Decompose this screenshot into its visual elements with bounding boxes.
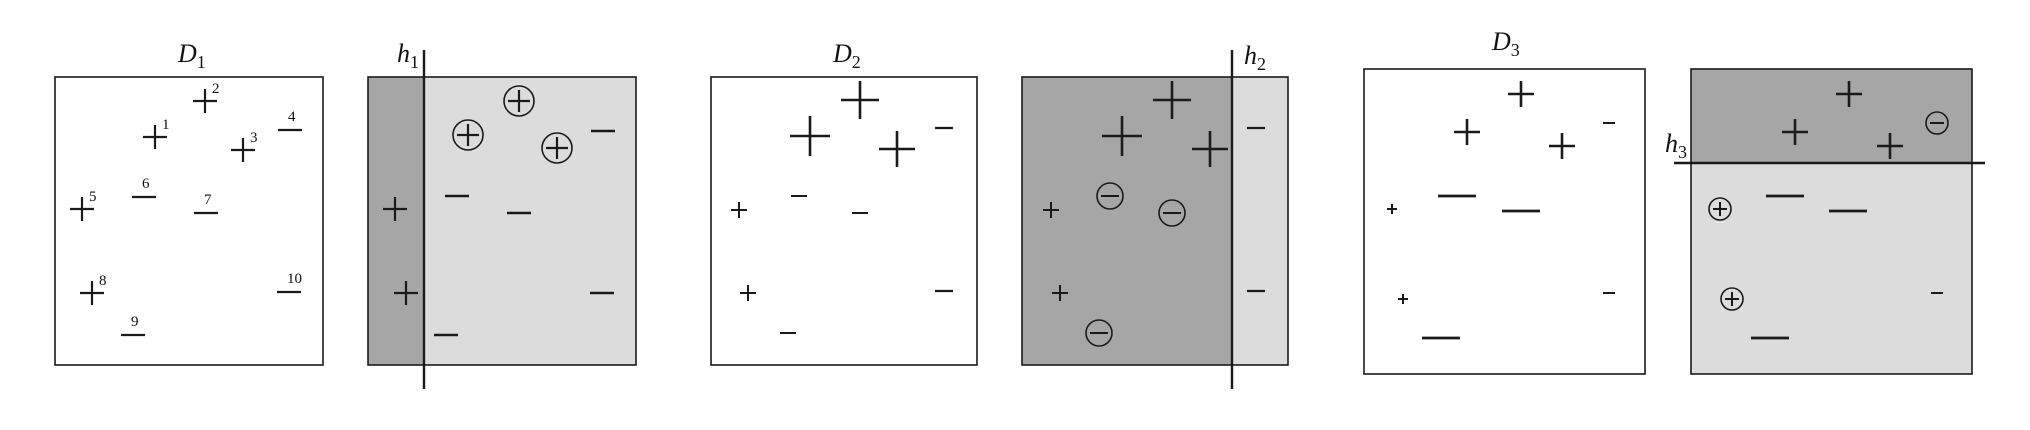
panel-title-base: D [177, 39, 197, 68]
panel-title-base: D [832, 39, 852, 68]
plus-mark [1043, 202, 1059, 218]
plus-mark [1454, 119, 1480, 145]
highlight-circle [541, 132, 573, 164]
highlight-circle [1720, 287, 1744, 311]
region-light [1232, 77, 1288, 365]
panel-frame [54, 76, 324, 366]
panel-title-base: h [1244, 41, 1257, 70]
plus-mark [394, 281, 418, 305]
minus-mark-circled [1925, 111, 1949, 135]
minus-mark-circled [1096, 182, 1124, 210]
minus-mark: 6 [132, 176, 156, 199]
region-light [424, 77, 636, 365]
panel-frame [1363, 68, 1646, 375]
panel-frame [710, 76, 978, 366]
panel-title-sub: 1 [410, 52, 419, 72]
point-label: 7 [204, 192, 212, 208]
panel-title: h1 [397, 39, 419, 72]
highlight-circle [503, 85, 535, 117]
panel-frame [1690, 68, 1973, 375]
plus-mark: 5 [70, 189, 97, 221]
point-label: 3 [250, 130, 258, 146]
panel-title: h2 [1244, 41, 1266, 74]
point-label: 8 [99, 273, 107, 289]
highlight-circle [1085, 319, 1113, 347]
highlight-circle [1925, 111, 1949, 135]
panel-D3: D3 [1363, 27, 1646, 375]
panel-title-sub: 1 [197, 52, 206, 72]
point-label: 9 [131, 314, 139, 330]
panel-title: D3 [1491, 27, 1520, 60]
plus-mark [1836, 81, 1862, 107]
minus-mark: 10 [277, 271, 302, 294]
plus-mark-circled [541, 132, 573, 164]
plus-mark [1153, 81, 1191, 119]
point-label: 2 [212, 81, 220, 97]
plus-mark: 2 [193, 81, 220, 113]
panel-title: D1 [177, 39, 206, 72]
point-label: 5 [89, 189, 97, 205]
minus-mark-circled [1158, 199, 1186, 227]
region-dark [1691, 69, 1972, 163]
panel-frame [1021, 76, 1289, 366]
plus-mark: 3 [231, 130, 258, 162]
plus-mark [1508, 81, 1534, 107]
plus-mark [1102, 116, 1142, 156]
panel-h2: h2 [1021, 41, 1289, 389]
plus-mark [879, 131, 915, 167]
plus-mark: 8 [80, 273, 107, 305]
plus-mark [790, 116, 830, 156]
plus-mark-circled [1708, 197, 1732, 221]
highlight-circle [1096, 182, 1124, 210]
minus-mark-circled [1085, 319, 1113, 347]
highlight-circle [452, 119, 484, 151]
panel-title: D2 [832, 39, 861, 72]
point-label: 10 [287, 271, 302, 287]
plus-mark-circled [503, 85, 535, 117]
plus-mark [1549, 133, 1575, 159]
highlight-circle [1708, 197, 1732, 221]
panel-title-base: D [1491, 27, 1511, 56]
panel-title-sub: 3 [1678, 142, 1687, 162]
panel-title-sub: 2 [1257, 54, 1266, 74]
panel-h3: h3 [1665, 68, 1985, 375]
point-label: 6 [142, 176, 150, 192]
panel-title-base: h [397, 39, 410, 68]
minus-mark: 4 [278, 109, 302, 132]
plus-mark: 1 [143, 117, 170, 149]
plus-mark [1877, 133, 1903, 159]
plus-mark [1192, 131, 1228, 167]
plus-mark [1398, 294, 1408, 304]
plus-mark-circled [1720, 287, 1744, 311]
plus-mark [1387, 204, 1397, 214]
region-dark [1022, 77, 1232, 365]
panel-title-sub: 2 [852, 52, 861, 72]
plus-mark [1782, 119, 1808, 145]
panel-h1: h1 [367, 39, 637, 389]
plus-mark-circled [452, 119, 484, 151]
panel-D2: D2 [710, 39, 978, 366]
region-light [1691, 163, 1972, 374]
panel-title: h3 [1665, 129, 1687, 162]
panel-title-sub: 3 [1511, 40, 1520, 60]
minus-mark: 9 [121, 314, 145, 337]
plus-mark [383, 197, 407, 221]
highlight-circle [1158, 199, 1186, 227]
point-label: 4 [288, 109, 296, 125]
panel-title-base: h [1665, 129, 1678, 158]
point-label: 1 [162, 117, 170, 133]
plus-mark [841, 81, 879, 119]
plus-mark [1052, 285, 1068, 301]
plus-mark [740, 285, 756, 301]
minus-mark: 7 [194, 192, 218, 215]
panel-frame [367, 76, 637, 366]
plus-mark [731, 202, 747, 218]
